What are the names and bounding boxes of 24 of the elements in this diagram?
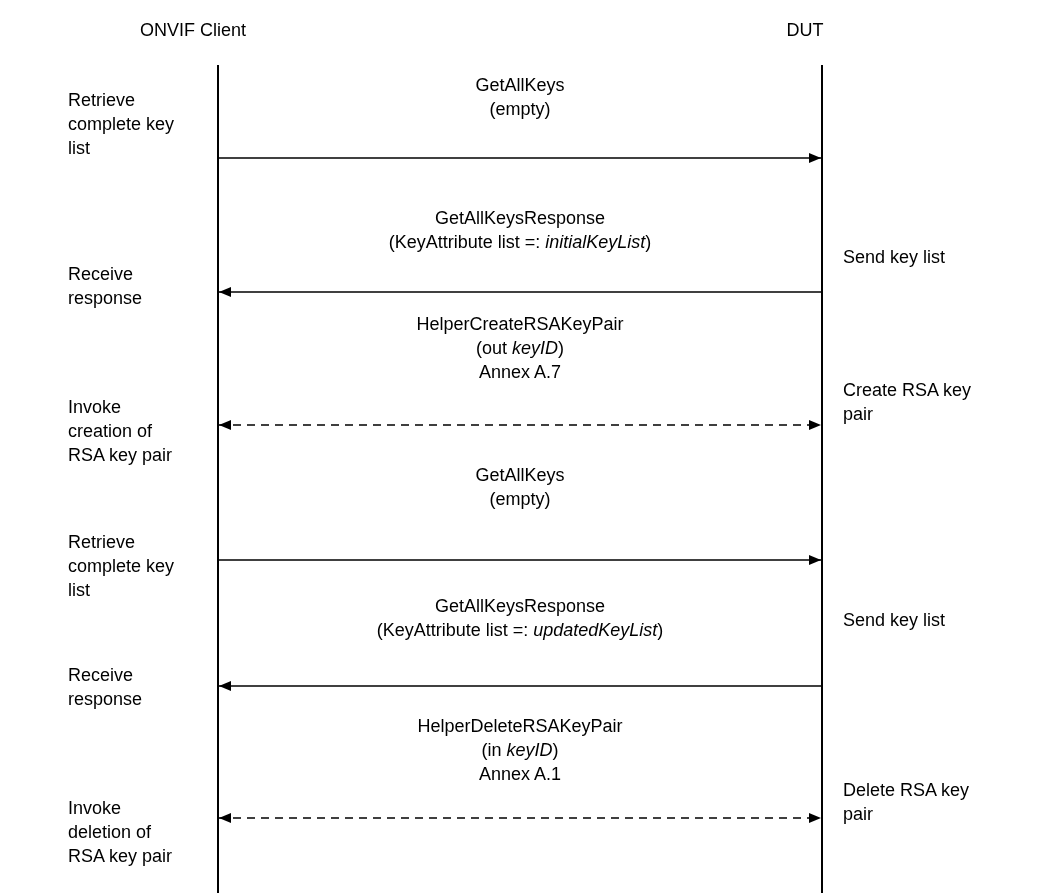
message-label: GetAllKeysResponse (KeyAttribute list =: updatedKeyList) <box>376 595 664 642</box>
participant-name: ONVIF Client <box>140 19 246 42</box>
message-label: HelperDeleteRSAKeyPair (in keyID) Annex A.1 <box>417 715 623 786</box>
message-arrow <box>218 420 822 430</box>
participant-name: DUT <box>786 19 824 42</box>
step-note: Send key list <box>843 609 946 632</box>
step-note: Invoke creation of RSA key pair <box>68 396 173 467</box>
message-label: GetAllKeys (empty) <box>475 464 565 511</box>
step-note: Send key list <box>843 246 946 269</box>
step-note: Receive response <box>68 263 143 310</box>
step-note: Delete RSA key pair <box>843 779 970 826</box>
step-note: Retrieve complete key list <box>68 89 175 160</box>
message-arrow <box>218 555 822 565</box>
step-note: Receive response <box>68 664 143 711</box>
step-note: Invoke deletion of RSA key pair <box>68 797 173 868</box>
message-arrow <box>218 153 822 163</box>
message-arrow <box>218 287 822 297</box>
message-label: GetAllKeysResponse (KeyAttribute list =: initialKeyList) <box>388 207 652 254</box>
message-arrow <box>218 681 822 691</box>
step-note: Create RSA key pair <box>843 379 972 426</box>
message-label: HelperCreateRSAKeyPair (out keyID) Annex A.7 <box>416 313 624 384</box>
message-arrow <box>218 813 822 823</box>
message-label: GetAllKeys (empty) <box>475 74 565 121</box>
step-note: Retrieve complete key list <box>68 531 175 602</box>
